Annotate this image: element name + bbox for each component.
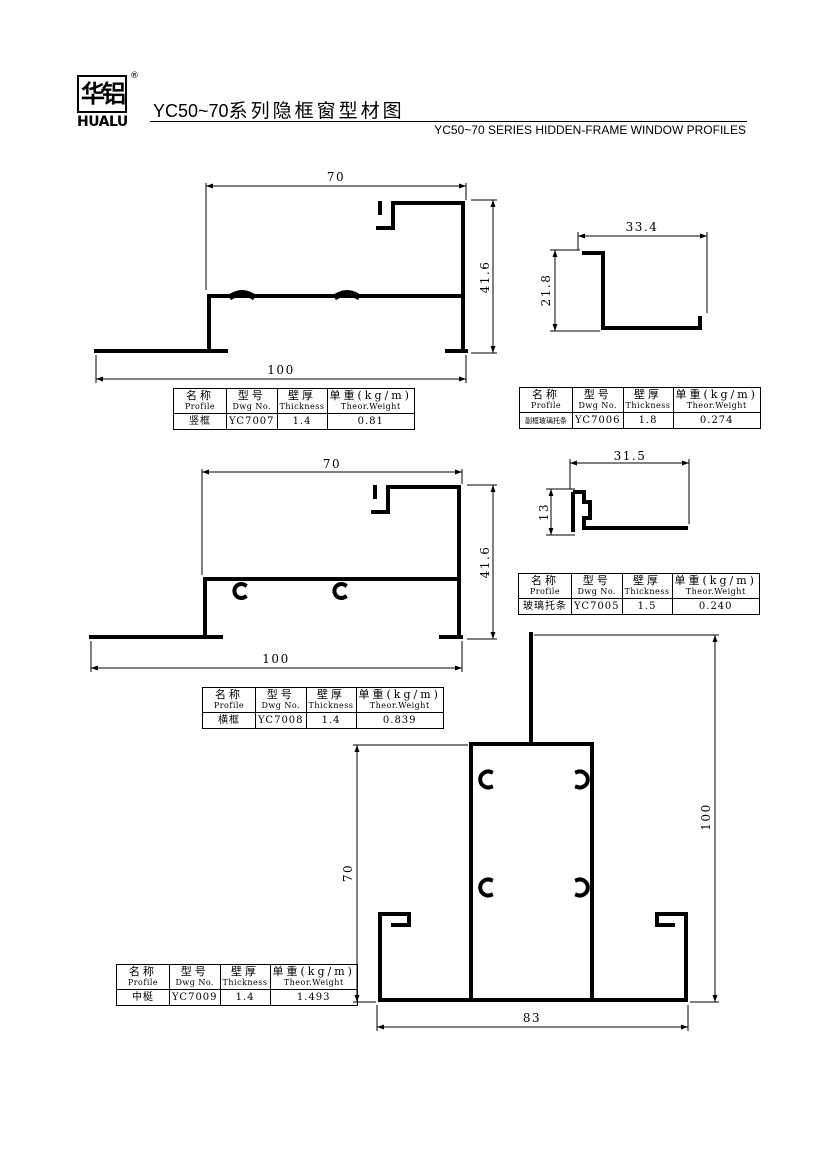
profile-yc7008: [89, 485, 463, 639]
thickness: 1.4: [219, 989, 271, 1006]
title-code: YC50~70: [153, 101, 229, 121]
table-row: 横框 YC7008 1.4 0.839: [202, 712, 444, 729]
profile-yc7005: [571, 490, 688, 532]
dwg-no: YC7005: [571, 598, 623, 615]
page-subtitle: YC50~70 SERIES HIDDEN-FRAME WINDOW PROFI…: [434, 123, 746, 137]
thickness: 1.4: [276, 413, 328, 430]
dim-yc7007-height: 41.6: [478, 261, 492, 294]
weight: 0.839: [355, 712, 444, 729]
profile-name: 玻璃托条: [518, 598, 572, 615]
weight: 0.81: [326, 413, 415, 430]
dims-yc7008: [90, 469, 497, 672]
logo-text: HUALU: [77, 114, 128, 130]
dwg-no: YC7008: [255, 712, 307, 729]
table-row: 竖框 YC7007 1.4 0.81: [173, 413, 415, 430]
table-row: 副框玻璃托条 YC7006 1.8 0.274: [519, 412, 761, 429]
dim-yc7005-height: 13: [537, 503, 551, 521]
dim-yc7009-height-right: 100: [699, 803, 713, 830]
dim-yc7007-width: 70: [327, 170, 345, 184]
registered-mark: ®: [130, 71, 139, 81]
dim-yc7009-width: 83: [523, 1011, 541, 1025]
profile-name: 横框: [202, 712, 256, 729]
dim-yc7005-width: 31.5: [614, 449, 647, 463]
dims-yc7009: [353, 634, 719, 1031]
dim-yc7008-width: 70: [323, 457, 341, 471]
profile-yc7009: [378, 632, 688, 1002]
dwg-no: YC7007: [226, 413, 278, 430]
title-cn: 系列隐框窗型材图: [228, 100, 405, 122]
profile-name: 中梃: [116, 989, 170, 1006]
dwg-no: YC7006: [572, 412, 624, 429]
profile-name: 副框玻璃托条: [519, 412, 573, 429]
page-title: YC50~70系列隐框窗型材图: [153, 96, 405, 123]
dims-yc7006: [550, 232, 708, 332]
weight: 0.274: [672, 412, 761, 429]
dims-yc7005: [546, 459, 690, 536]
logo-mark: 华铝: [77, 75, 127, 113]
profile-name: 竖框: [173, 413, 227, 430]
dims-yc7007: [95, 183, 497, 383]
profile-yc7007: [94, 201, 468, 353]
hualu-logo: 华铝 ® HUALU: [77, 71, 139, 130]
weight: 1.493: [269, 989, 358, 1006]
dim-yc7007-base: 100: [267, 363, 294, 377]
dim-yc7006-height: 21.8: [539, 274, 553, 307]
dim-yc7008-height: 41.6: [478, 546, 492, 579]
dim-yc7009-height-left: 70: [341, 864, 355, 882]
thickness: 1.8: [622, 412, 674, 429]
dim-yc7006-width: 33.4: [626, 220, 659, 234]
title-rule: [150, 121, 747, 122]
weight: 0.240: [671, 598, 760, 615]
dwg-no: YC7009: [169, 989, 221, 1006]
profile-yc7006: [582, 251, 702, 330]
thickness: 1.5: [621, 598, 673, 615]
thickness: 1.4: [305, 712, 357, 729]
dim-yc7008-base: 100: [262, 652, 289, 666]
table-row: 中梃 YC7009 1.4 1.493: [116, 989, 358, 1006]
table-row: 玻璃托条 YC7005 1.5 0.240: [518, 598, 760, 615]
